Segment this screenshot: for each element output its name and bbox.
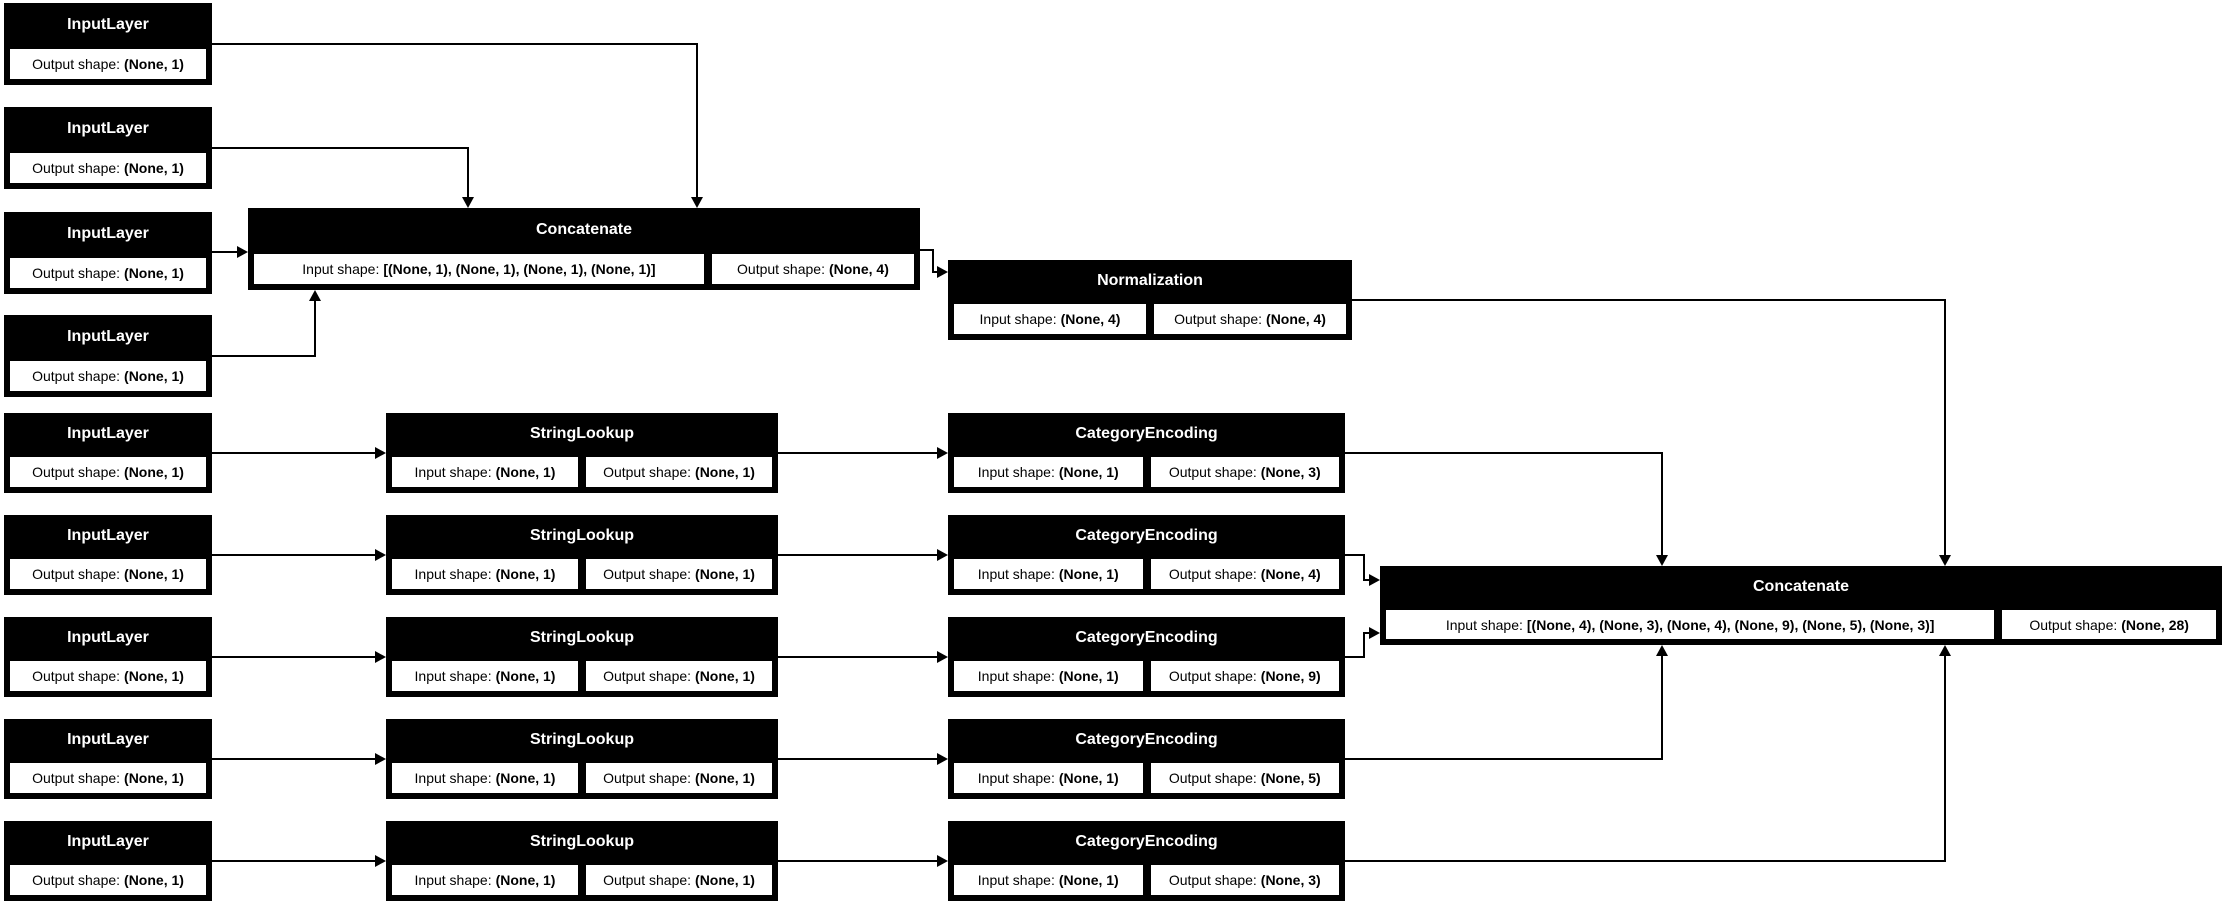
node-title: InputLayer	[67, 629, 149, 646]
node-title: StringLookup	[530, 629, 634, 646]
node-title: CategoryEncoding	[1075, 527, 1218, 544]
node-title: InputLayer	[67, 731, 149, 748]
output-shape-cell: Output shape:(None, 3)	[1148, 455, 1341, 489]
node-inputlayer-6: InputLayer Output shape:(None, 1)	[4, 515, 212, 595]
node-stringlookup-1: StringLookup Input shape:(None, 1) Outpu…	[386, 413, 778, 493]
node-stringlookup-5: StringLookup Input shape:(None, 1) Outpu…	[386, 821, 778, 901]
node-categoryencoding-1: CategoryEncoding Input shape:(None, 1) O…	[948, 413, 1345, 493]
node-title: InputLayer	[67, 425, 149, 442]
output-shape-cell: Output shape:(None, 28)	[2000, 608, 2218, 641]
node-inputlayer-4: InputLayer Output shape:(None, 1)	[4, 315, 212, 397]
node-concatenate-1: Concatenate Input shape:[(None, 1), (Non…	[248, 208, 920, 290]
input-shape-cell: Input shape:(None, 1)	[952, 863, 1145, 897]
input-shape-cell: Input shape:(None, 4)	[952, 302, 1148, 336]
input-shape-cell: Input shape:(None, 1)	[390, 659, 580, 693]
node-normalization: Normalization Input shape:(None, 4) Outp…	[948, 260, 1352, 340]
node-inputlayer-9: InputLayer Output shape:(None, 1)	[4, 821, 212, 901]
node-title: CategoryEncoding	[1075, 833, 1218, 850]
input-shape-cell: Input shape:(None, 1)	[390, 557, 580, 591]
output-shape-cell: Output shape:(None, 1)	[8, 256, 208, 290]
node-title: InputLayer	[67, 16, 149, 33]
node-title: InputLayer	[67, 225, 149, 242]
output-shape-cell: Output shape:(None, 1)	[8, 455, 208, 489]
output-shape-cell: Output shape:(None, 5)	[1148, 761, 1341, 795]
node-title: Concatenate	[535, 221, 633, 238]
input-shape-cell: Input shape:(None, 1)	[390, 863, 580, 897]
input-shape-cell: Input shape:[(None, 1), (None, 1), (None…	[252, 252, 706, 286]
output-shape-cell: Output shape:(None, 1)	[8, 47, 208, 81]
node-title: Concatenate	[1752, 578, 1850, 595]
input-shape-cell: Input shape:(None, 1)	[390, 455, 580, 489]
node-title: StringLookup	[530, 731, 634, 748]
node-title: InputLayer	[67, 833, 149, 850]
node-stringlookup-3: StringLookup Input shape:(None, 1) Outpu…	[386, 617, 778, 697]
node-concatenate-2: Concatenate Input shape:[(None, 4), (Non…	[1380, 566, 2222, 645]
output-shape-cell: Output shape:(None, 4)	[709, 252, 916, 286]
output-shape-cell: Output shape:(None, 1)	[8, 359, 208, 393]
node-categoryencoding-2: CategoryEncoding Input shape:(None, 1) O…	[948, 515, 1345, 595]
node-stringlookup-4: StringLookup Input shape:(None, 1) Outpu…	[386, 719, 778, 799]
node-title: StringLookup	[530, 527, 634, 544]
input-shape-cell: Input shape:(None, 1)	[952, 455, 1145, 489]
node-inputlayer-1: InputLayer Output shape:(None, 1)	[4, 3, 212, 85]
node-title: StringLookup	[530, 425, 634, 442]
node-categoryencoding-3: CategoryEncoding Input shape:(None, 1) O…	[948, 617, 1345, 697]
node-stringlookup-2: StringLookup Input shape:(None, 1) Outpu…	[386, 515, 778, 595]
node-title: InputLayer	[67, 120, 149, 137]
input-shape-cell: Input shape:(None, 1)	[952, 659, 1145, 693]
node-title: Normalization	[1097, 272, 1203, 289]
input-shape-cell: Input shape:(None, 1)	[952, 761, 1145, 795]
output-shape-cell: Output shape:(None, 1)	[584, 455, 774, 489]
input-shape-cell: Input shape:(None, 1)	[390, 761, 580, 795]
node-title: CategoryEncoding	[1075, 731, 1218, 748]
node-title: InputLayer	[67, 527, 149, 544]
node-inputlayer-3: InputLayer Output shape:(None, 1)	[4, 212, 212, 294]
node-title: InputLayer	[67, 328, 149, 345]
output-shape-cell: Output shape:(None, 1)	[584, 761, 774, 795]
output-shape-cell: Output shape:(None, 1)	[8, 557, 208, 591]
node-categoryencoding-5: CategoryEncoding Input shape:(None, 1) O…	[948, 821, 1345, 901]
output-shape-cell: Output shape:(None, 1)	[8, 761, 208, 795]
output-shape-cell: Output shape:(None, 1)	[584, 659, 774, 693]
output-shape-cell: Output shape:(None, 1)	[584, 863, 774, 897]
output-shape-cell: Output shape:(None, 3)	[1148, 863, 1341, 897]
output-shape-cell: Output shape:(None, 1)	[8, 863, 208, 897]
node-title: CategoryEncoding	[1075, 425, 1218, 442]
node-categoryencoding-4: CategoryEncoding Input shape:(None, 1) O…	[948, 719, 1345, 799]
node-title: StringLookup	[530, 833, 634, 850]
output-shape-cell: Output shape:(None, 1)	[584, 557, 774, 591]
output-shape-cell: Output shape:(None, 1)	[8, 659, 208, 693]
node-inputlayer-5: InputLayer Output shape:(None, 1)	[4, 413, 212, 493]
input-shape-cell: Input shape:(None, 1)	[952, 557, 1145, 591]
output-shape-cell: Output shape:(None, 4)	[1152, 302, 1348, 336]
node-title: CategoryEncoding	[1075, 629, 1218, 646]
output-shape-cell: Output shape:(None, 1)	[8, 151, 208, 185]
output-shape-cell: Output shape:(None, 9)	[1148, 659, 1341, 693]
node-inputlayer-8: InputLayer Output shape:(None, 1)	[4, 719, 212, 799]
node-inputlayer-2: InputLayer Output shape:(None, 1)	[4, 107, 212, 189]
node-inputlayer-7: InputLayer Output shape:(None, 1)	[4, 617, 212, 697]
input-shape-cell: Input shape:[(None, 4), (None, 3), (None…	[1384, 608, 1997, 641]
output-shape-cell: Output shape:(None, 4)	[1148, 557, 1341, 591]
